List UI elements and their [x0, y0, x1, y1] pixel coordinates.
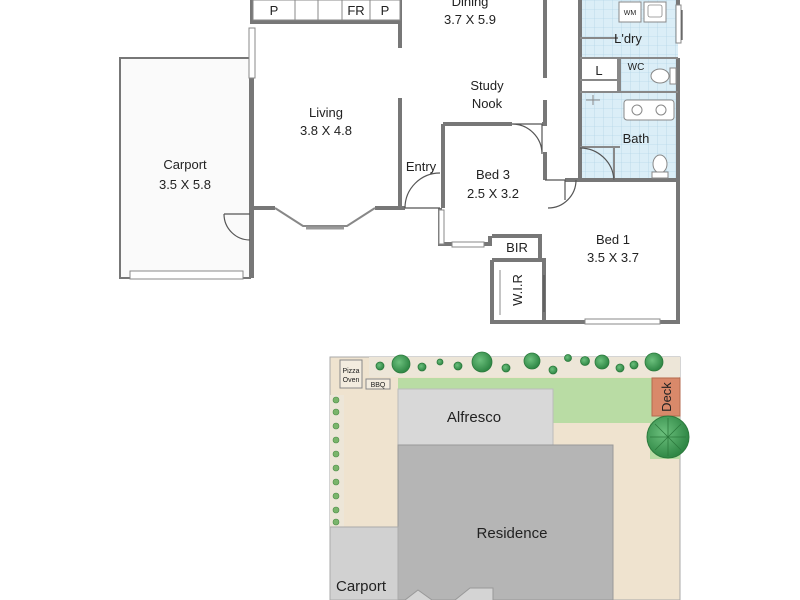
residence-footprint — [397, 444, 614, 600]
large-tree-branches — [650, 418, 686, 456]
pizza-oven-label-line2: Oven — [343, 377, 360, 384]
carport-door — [223, 213, 251, 241]
bed3-label: Bed 3 — [476, 167, 510, 182]
bath-toilet — [652, 154, 668, 174]
bed3-dims: 2.5 X 3.2 — [467, 186, 519, 201]
deck-label: Deck — [659, 382, 674, 412]
wc-label: WC — [628, 62, 645, 73]
shower-rose — [586, 95, 600, 105]
shrub-icon — [417, 362, 427, 372]
rear-plantings — [375, 351, 664, 375]
living-dims: 3.8 X 4.8 — [300, 123, 352, 138]
site-carport-label: Carport — [336, 578, 387, 595]
tree-icon — [391, 354, 411, 374]
living-bay-window — [274, 207, 376, 227]
entry-door — [404, 172, 441, 209]
bed1-window — [584, 318, 661, 325]
linen-label: L — [595, 63, 602, 78]
living-label: Living — [309, 105, 343, 120]
pantry-1-label: P — [270, 3, 279, 18]
shrub-icon — [332, 478, 340, 486]
shrub-icon — [332, 408, 340, 416]
bir-label: BIR — [506, 240, 528, 255]
inner-partitions — [580, 37, 678, 180]
tree-icon — [471, 351, 493, 373]
ensuite-shower-tiles — [580, 92, 620, 147]
carport-label: Carport — [163, 157, 207, 172]
tree-icon — [523, 352, 541, 370]
bed1-label: Bed 1 — [596, 232, 630, 247]
carport-dims: 3.5 X 5.8 — [159, 177, 211, 192]
basin-left — [631, 104, 643, 116]
bed1-dims: 3.5 X 3.7 — [587, 250, 639, 265]
shrub-icon — [564, 354, 572, 362]
shrub-icon — [332, 422, 340, 430]
site-carport — [329, 526, 399, 600]
entry-label: Entry — [406, 159, 437, 174]
pizza-oven — [339, 359, 363, 389]
side-plantings — [332, 396, 340, 526]
bed3-door — [511, 123, 543, 155]
dining-dims: 3.7 X 5.9 — [444, 12, 496, 27]
study-label-line2: Nook — [472, 96, 503, 111]
alfresco-area — [397, 388, 554, 446]
washing-machine — [618, 1, 642, 23]
shrub-icon — [501, 363, 511, 373]
alfresco-label: Alfresco — [447, 409, 501, 426]
shrub-icon — [629, 360, 639, 370]
fridge-label: FR — [347, 3, 364, 18]
shrub-icon — [332, 518, 340, 526]
bath-toilet-cistern — [651, 171, 669, 179]
carport-slab — [119, 57, 251, 279]
laundry-trough-bowl — [647, 4, 663, 18]
wm-label: WM — [624, 10, 637, 17]
entry-side-window — [438, 209, 445, 245]
study-label-line1: Study — [470, 78, 504, 93]
shrub-icon — [615, 363, 625, 373]
tree-icon — [594, 354, 610, 370]
living-side-window — [248, 27, 256, 79]
dining-label: Dining — [452, 0, 489, 9]
shrub-icon — [375, 361, 385, 371]
floor-plan: Dining 3.7 X 5.9 Study Nook Living 3.8 X… — [119, 0, 683, 325]
shrub-icon — [332, 450, 340, 458]
shrub-icon — [332, 492, 340, 500]
tree-icon — [644, 352, 664, 372]
bbq-label: BBQ — [371, 382, 386, 389]
laundry-window — [675, 4, 682, 44]
pantry-2-label: P — [381, 3, 390, 18]
bed3-window — [451, 241, 485, 248]
bed1-door — [545, 179, 577, 209]
shrub-icon — [436, 358, 444, 366]
shrub-icon — [332, 464, 340, 472]
residence-label: Residence — [477, 525, 548, 542]
laundry-label: L'dry — [614, 31, 642, 46]
shrub-icon — [580, 356, 590, 366]
lawn — [398, 378, 680, 423]
carport-kerb — [129, 270, 244, 280]
shrub-icon — [332, 506, 340, 514]
pizza-oven-label-line1: Pizza — [342, 368, 359, 375]
residence-front-detail — [404, 587, 494, 600]
bath-label: Bath — [623, 131, 650, 146]
bbq — [365, 378, 391, 390]
wc-toilet — [650, 68, 670, 84]
pantry-2-cabinet — [369, 0, 401, 21]
shrub-icon — [332, 436, 340, 444]
basin-right — [655, 104, 667, 116]
wc-toilet-cistern — [669, 67, 677, 85]
shrub-icon — [548, 365, 558, 375]
site-plan: Alfresco Residence Carport Deck BBQ Pizz… — [329, 351, 690, 600]
deck — [651, 377, 681, 417]
shrub-icon — [453, 361, 463, 371]
shrub-icon — [332, 396, 340, 404]
wir-label: W.I.R — [510, 274, 525, 306]
bath-door — [579, 147, 615, 181]
